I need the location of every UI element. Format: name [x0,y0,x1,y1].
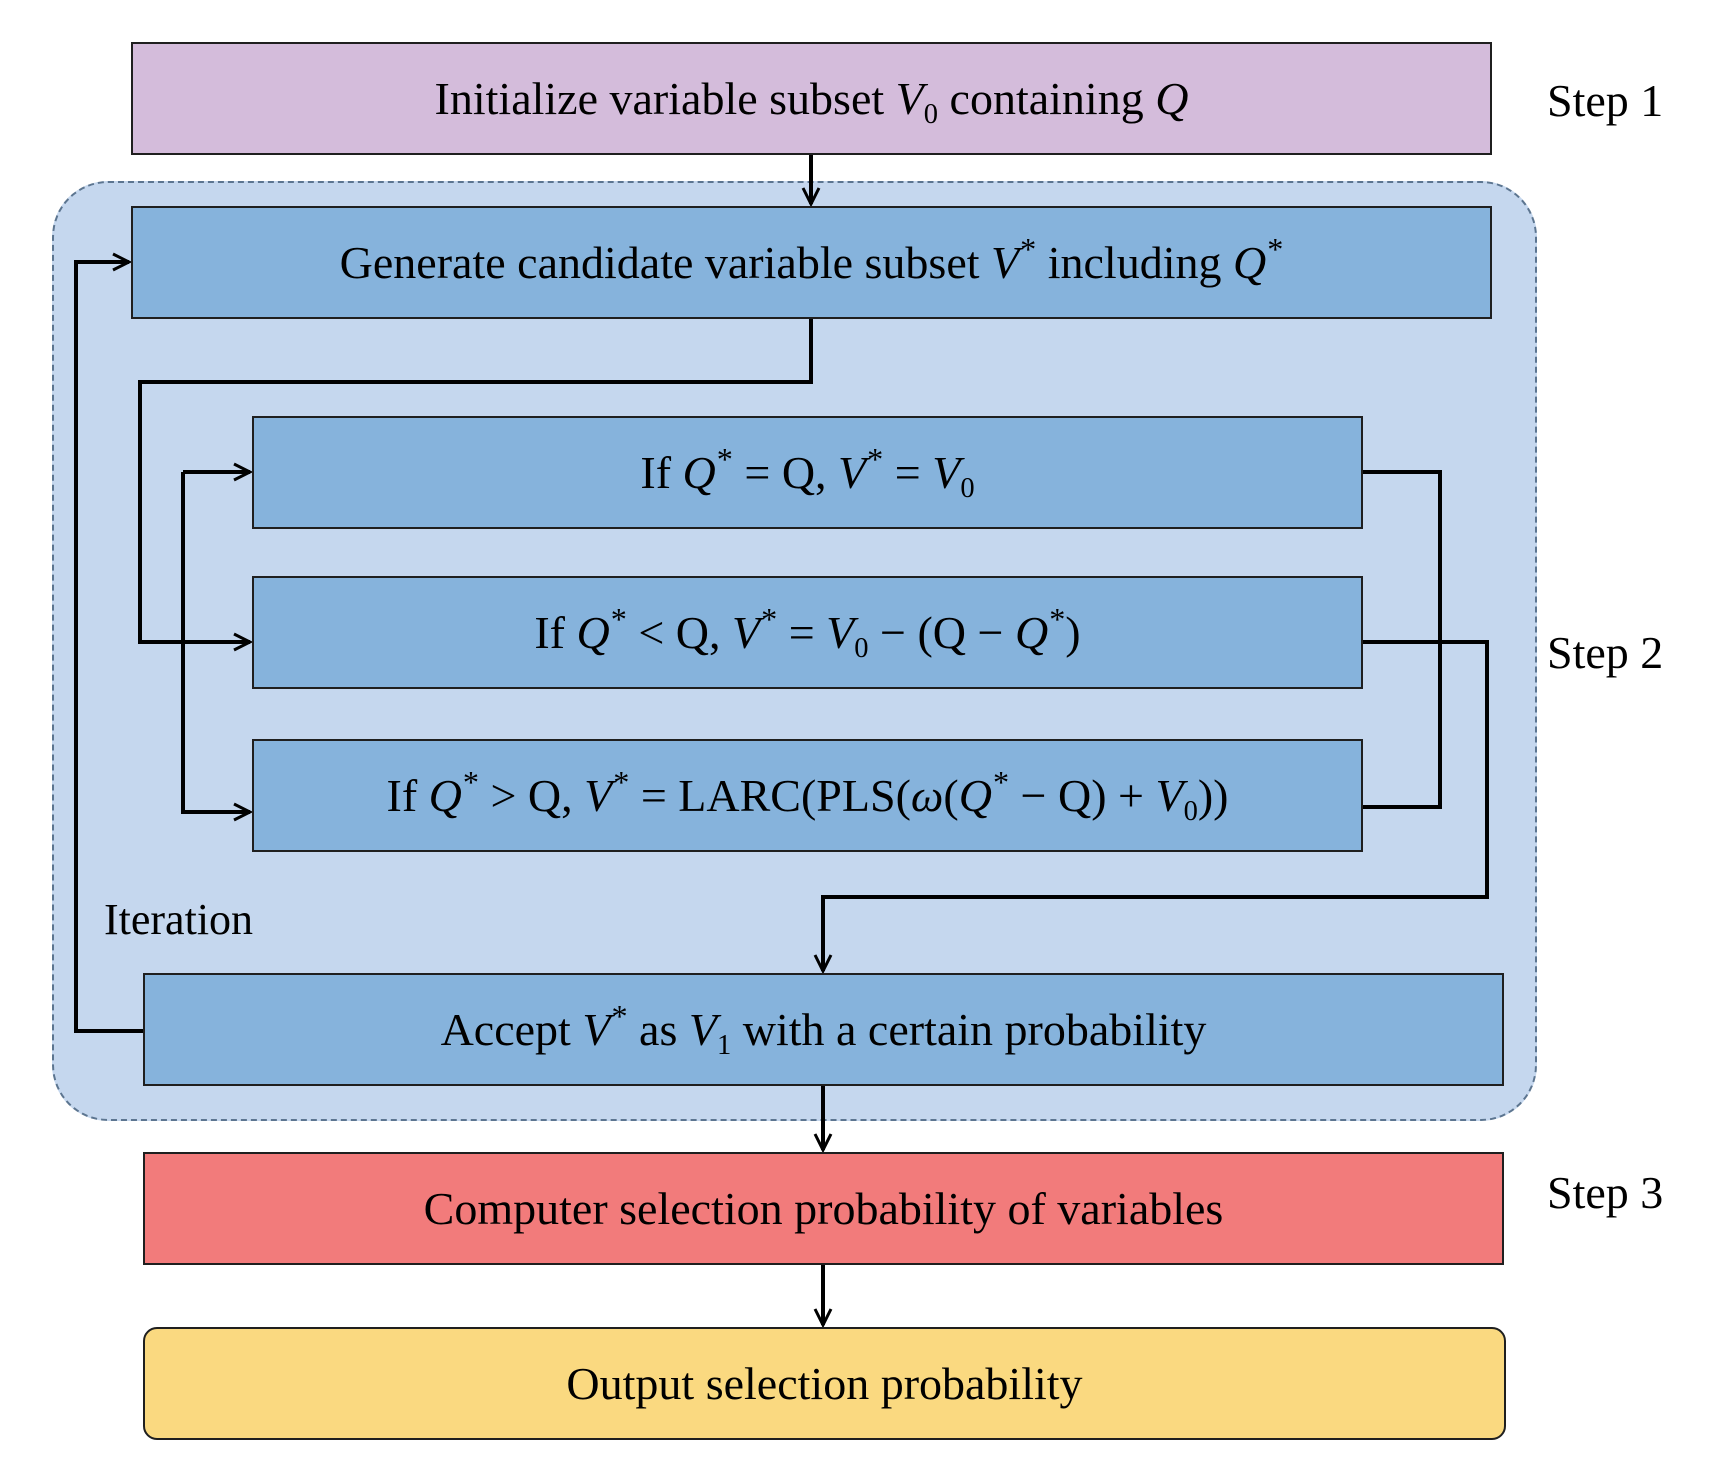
iteration-label: Iteration [104,895,254,944]
condition-greater-text: If Q* > Q, V* = LARC(PLS(ω(Q* − Q) + V0)… [386,764,1229,828]
output-probability-text: Output selection probability [566,1358,1083,1409]
condition-less-box[interactable]: If Q* < Q, V* = V0 − (Q − Q*) [252,576,1363,689]
compute-probability-text: Computer selection probability of variab… [423,1183,1224,1234]
condition-equal-box[interactable]: If Q* = Q, V* = V0 [252,416,1363,529]
step-1-label: Step 1 [1547,75,1664,126]
condition-less-text: If Q* < Q, V* = V0 − (Q − Q*) [534,601,1081,665]
condition-equal-text: If Q* = Q, V* = V0 [640,441,975,505]
generate-candidate-text: Generate candidate variable subset V* in… [339,231,1284,288]
connector-conditions-to-accept [823,640,1489,971]
condition-greater-box[interactable]: If Q* > Q, V* = LARC(PLS(ω(Q* − Q) + V0)… [252,739,1363,852]
init-subset-text: Initialize variable subset V0 containing… [434,73,1189,131]
generate-candidate-box[interactable]: Generate candidate variable subset V* in… [131,206,1492,319]
output-probability-box[interactable]: Output selection probability [143,1327,1506,1440]
connector-bracket-to-greater [181,472,250,812]
compute-probability-box[interactable]: Computer selection probability of variab… [143,1152,1504,1265]
step-3-label: Step 3 [1547,1167,1664,1218]
connector-generate-to-conditions [138,319,813,642]
connector-equal-exit [1363,470,1442,809]
step-2-label: Step 2 [1547,627,1664,678]
init-subset-box[interactable]: Initialize variable subset V0 containing… [131,42,1492,155]
accept-text: Accept V* as V1 with a certain probabili… [440,998,1207,1062]
accept-box[interactable]: Accept V* as V1 with a certain probabili… [143,973,1504,1086]
connector-iteration-loop [74,262,143,1033]
